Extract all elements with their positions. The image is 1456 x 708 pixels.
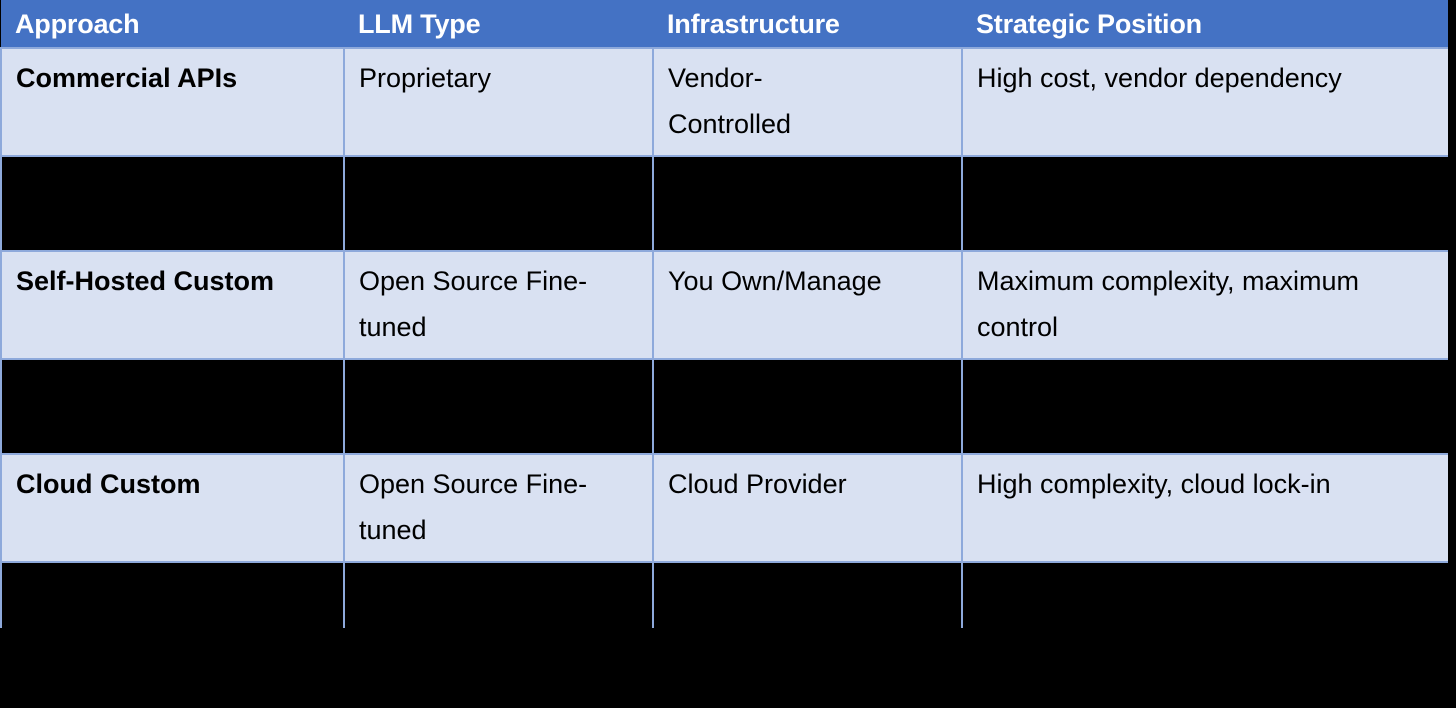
redaction-overlay [655,361,960,452]
table-header-row: Approach LLM Type Infrastructure Strateg… [1,0,1456,48]
column-header-approach[interactable]: Approach [1,0,344,48]
cell-strategic-position-redacted [961,155,1456,252]
redaction-overlay [346,158,651,249]
cell-infrastructure: You Own/Manage [652,250,963,360]
cell-llm-type-redacted [343,155,654,252]
redaction-overlay [3,158,342,249]
cell-approach: Commercial APIs [0,47,345,157]
cell-llm-type: Open Source Fine-tuned [343,250,654,360]
cell-strategic-position: High complexity, cloud lock-in [961,453,1456,563]
redaction-overlay [964,361,1455,452]
cell-llm-type-redacted [343,358,654,455]
table-row[interactable]: Self-Hosted Custom Open Source Fine-tune… [0,250,1456,360]
redaction-overlay [3,361,342,452]
bottom-redaction-band [0,628,1456,708]
approach-comparison-table: Approach LLM Type Infrastructure Strateg… [0,0,1456,657]
redaction-overlay [346,361,651,452]
cell-llm-type: Proprietary [343,47,654,157]
table-header: Approach LLM Type Infrastructure Strateg… [1,0,1456,48]
column-header-infrastructure[interactable]: Infrastructure [653,0,962,48]
cell-approach: Cloud Custom [0,453,345,563]
redaction-overlay [655,158,960,249]
cell-approach-redacted [0,155,345,252]
cell-strategic-position-redacted [961,358,1456,455]
table-row[interactable]: Cloud Custom Open Source Fine-tuned Clou… [0,453,1456,563]
cell-infrastructure: Cloud Provider [652,453,963,563]
column-header-llm-type[interactable]: LLM Type [344,0,653,48]
table-row[interactable]: Commercial APIs Proprietary Vendor- Cont… [0,47,1456,157]
table-row-redacted[interactable] [0,358,1456,455]
cell-llm-type: Open Source Fine-tuned [343,453,654,563]
cell-infrastructure: Vendor- Controlled [652,47,963,157]
cell-infrastructure-redacted [652,155,963,252]
table-row-redacted[interactable] [0,155,1456,252]
cell-infrastructure-redacted [652,358,963,455]
cell-approach: Self-Hosted Custom [0,250,345,360]
table-body: Commercial APIs Proprietary Vendor- Cont… [0,47,1456,657]
column-header-strategic-position[interactable]: Strategic Position [962,0,1456,48]
cell-strategic-position: Maximum complexity, maximum control [961,250,1456,360]
cell-approach-redacted [0,358,345,455]
cell-strategic-position: High cost, vendor dependency [961,47,1456,157]
redaction-overlay [964,158,1455,249]
right-edge-strip [1448,0,1456,708]
